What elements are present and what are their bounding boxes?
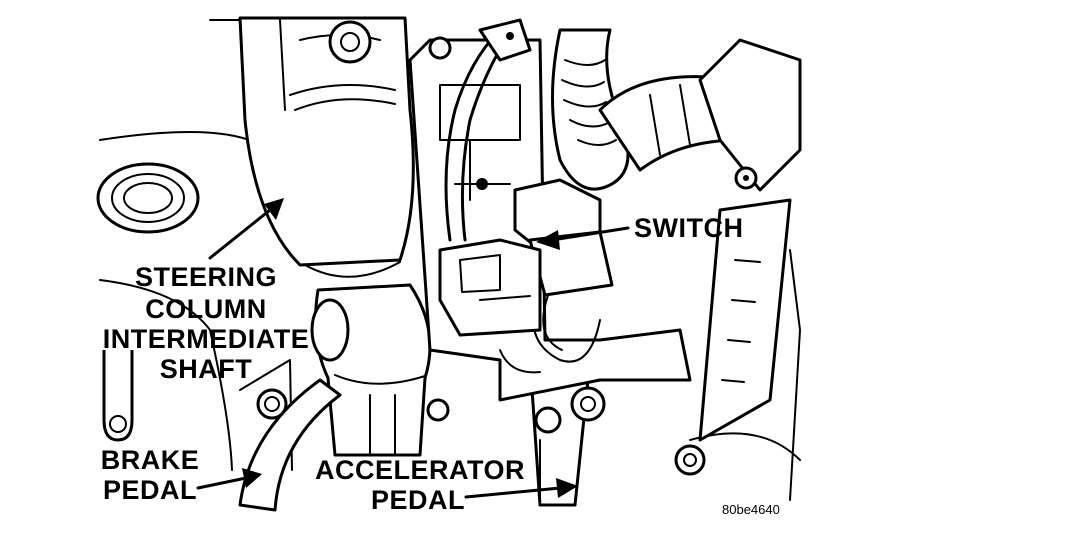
label-accelerator-line-1: ACCELERATOR (315, 455, 525, 485)
label-switch: SWITCH (634, 213, 743, 243)
wiring-harness (444, 18, 601, 374)
arrow-steering-column (208, 198, 284, 260)
label-steering-line-1: STEERING (135, 262, 277, 292)
leader-arrows (196, 198, 630, 499)
label-brake-line-2: PEDAL (103, 475, 197, 505)
labels: SWITCH STEERING COLUMN INTERMEDIATE SHAF… (101, 213, 780, 517)
steering-column (238, 16, 415, 278)
arrow-brake-pedal (196, 468, 262, 490)
hose (551, 28, 742, 191)
accelerator-pedal-arm (238, 358, 606, 512)
bolt-left (256, 388, 288, 420)
label-brake-line-1: BRAKE (101, 445, 200, 475)
brake-pedal-rod (102, 350, 134, 442)
brake-switch (438, 178, 614, 337)
intermediate-shaft (310, 283, 432, 457)
label-accelerator-line-2: PEDAL (371, 485, 465, 515)
figure-code: 80be4640 (722, 502, 780, 517)
right-assembly (674, 38, 802, 476)
label-steering-line-4: SHAFT (160, 354, 253, 384)
arrow-switch (536, 226, 630, 250)
label-steering-line-3: INTERMEDIATE (103, 324, 310, 354)
label-steering-line-2: COLUMN (145, 294, 266, 324)
arrow-accelerator-pedal (464, 478, 578, 499)
grommet (96, 162, 200, 234)
